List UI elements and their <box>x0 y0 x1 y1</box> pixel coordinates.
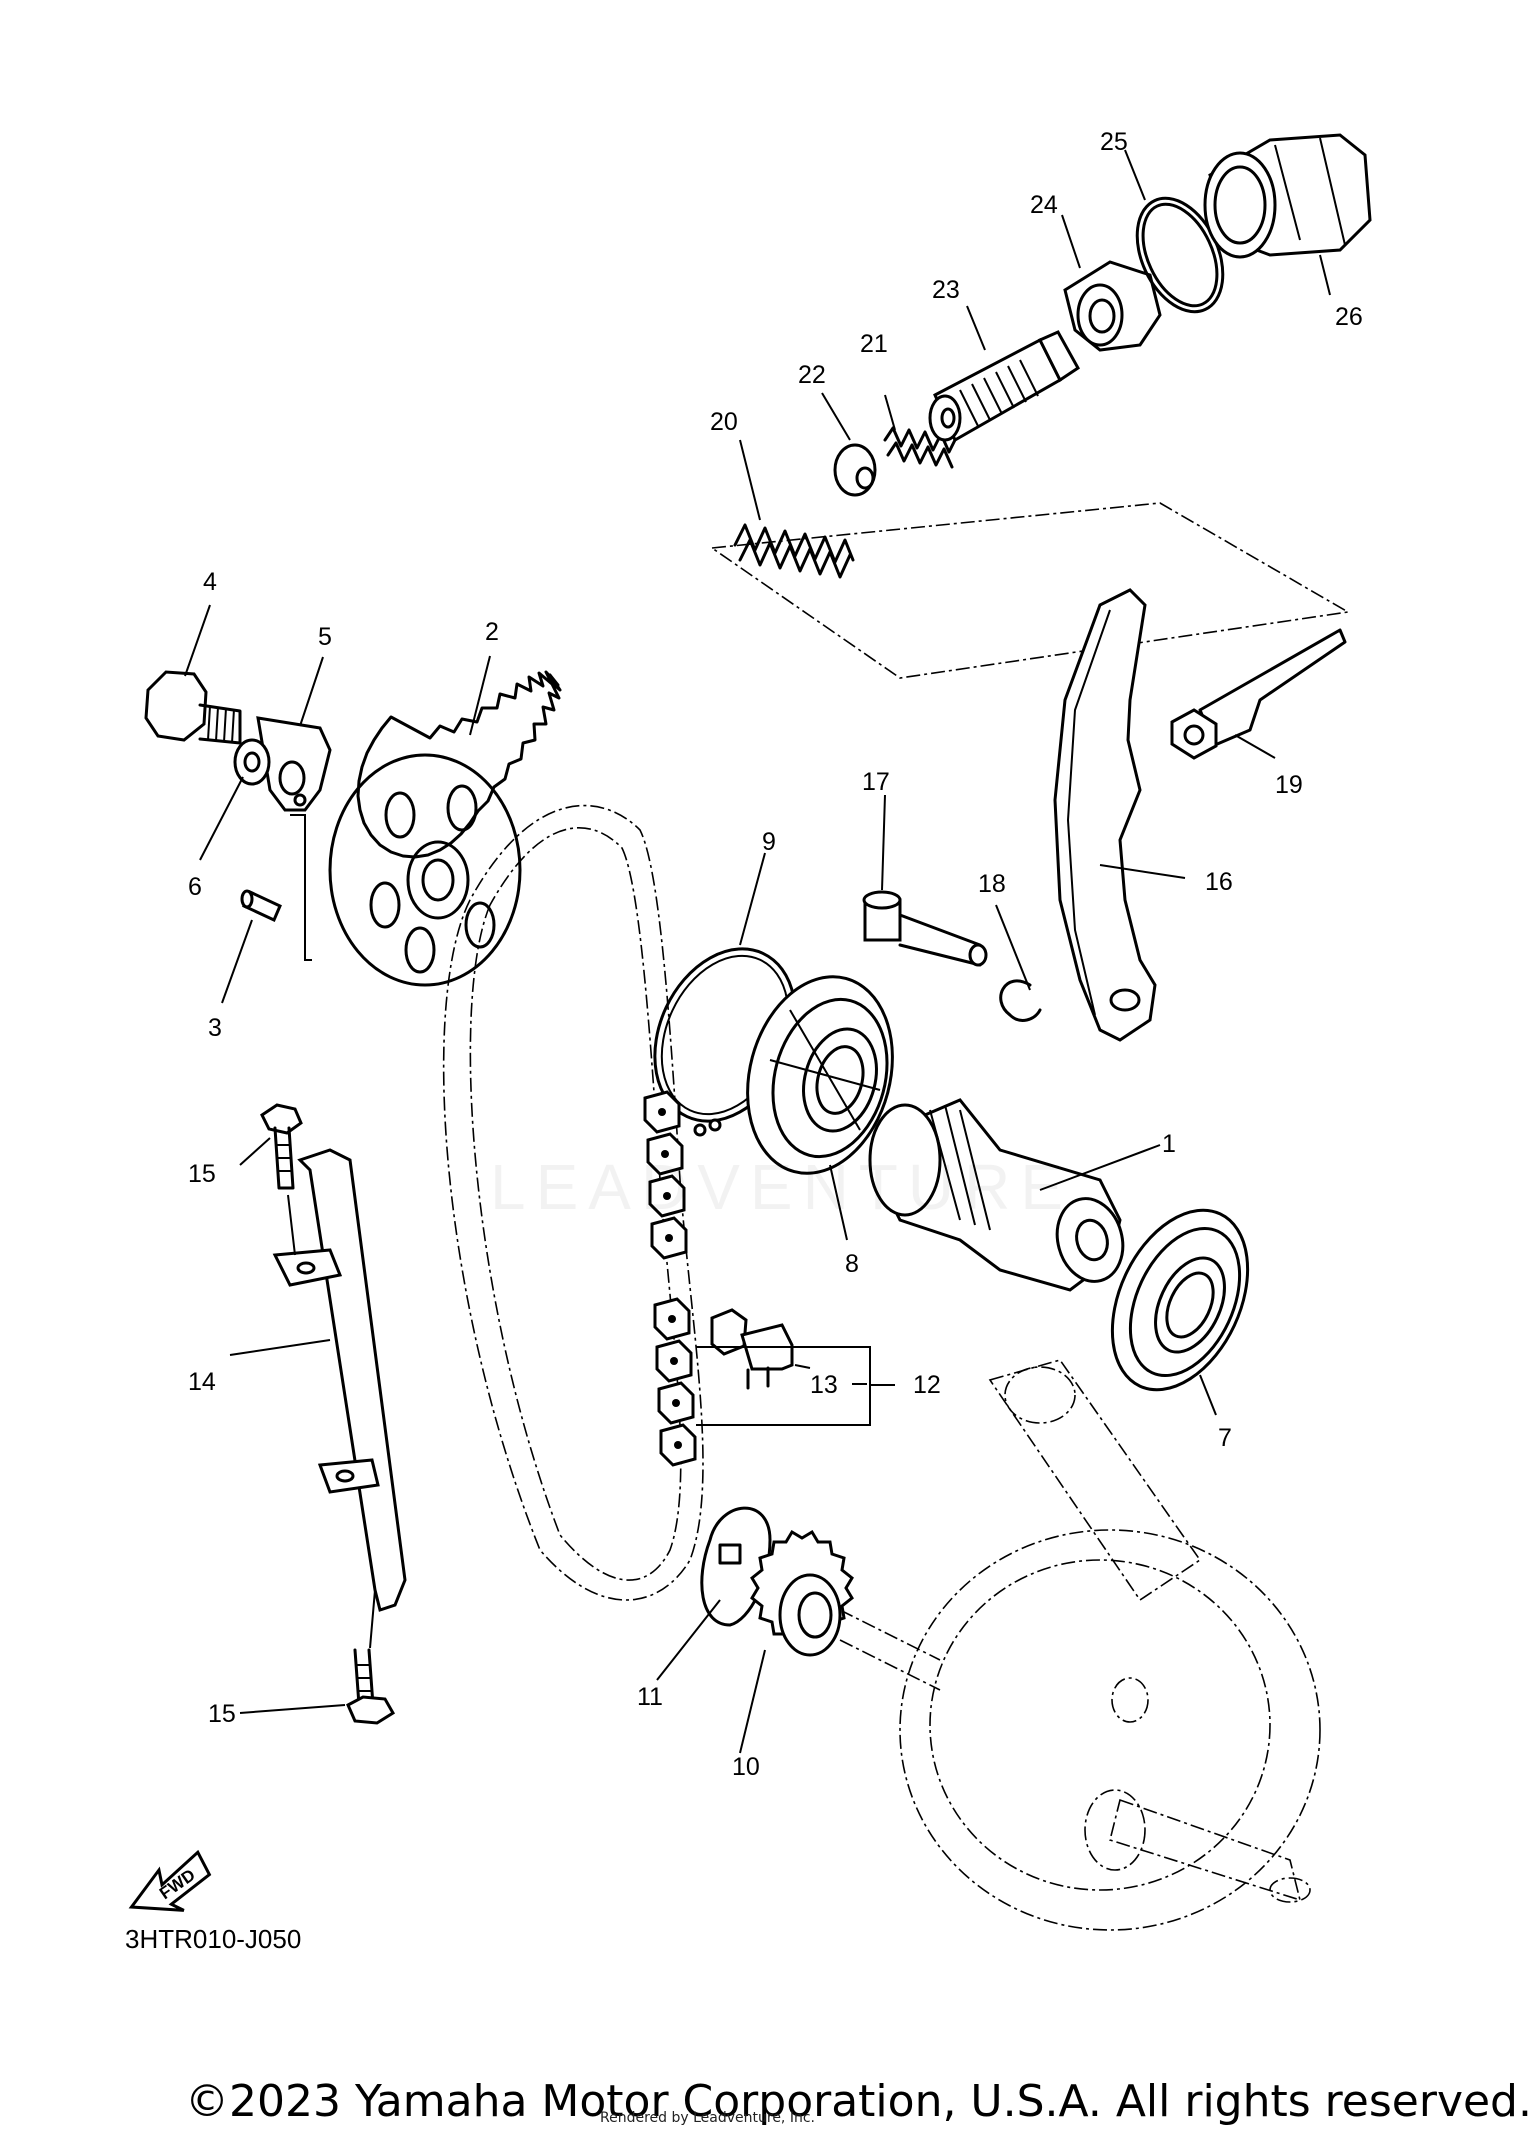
cap-bolt-part-26 <box>1203 133 1372 259</box>
callout-11: 11 <box>637 1683 663 1711</box>
callout-3: 3 <box>208 1014 222 1042</box>
bolt-part-15-top <box>260 1103 303 1190</box>
parts-diagram: 1 2 3 4 5 6 7 8 9 10 11 12 13 14 15 15 1… <box>125 128 1372 1954</box>
tensioner-assembly-outline <box>709 502 1351 679</box>
callout-14: 14 <box>188 1368 216 1396</box>
callout-20: 20 <box>710 408 738 436</box>
pivot-bolt-part-19 <box>1170 628 1347 760</box>
leader-lines <box>184 149 1331 1754</box>
copyright-notice: ©2023 Yamaha Motor Corporation, U.S.A. A… <box>185 2076 1532 2127</box>
callout-10: 10 <box>732 1753 760 1781</box>
callout-24: 24 <box>1030 191 1058 219</box>
callout-2: 2 <box>485 618 499 646</box>
cam-sprocket-part-2 <box>328 670 562 987</box>
crankshaft-outline <box>839 1359 1321 1931</box>
nut-part-24 <box>1063 260 1162 352</box>
callout-9: 9 <box>762 828 776 856</box>
bearing-part-8 <box>746 975 894 1175</box>
tensioner-guide-part-16 <box>1053 588 1157 1042</box>
rod-part-23 <box>928 330 1080 443</box>
lock-washer-part-11 <box>700 1506 772 1627</box>
circlip-part-18 <box>999 979 1042 1022</box>
callout-13: 13 <box>810 1371 838 1399</box>
rendered-by-notice: Rendered by Leadventure, Inc. <box>600 2110 815 2126</box>
callout-5: 5 <box>318 623 332 651</box>
chain-joint-part-13 <box>710 1308 794 1390</box>
chain-guide-part-14 <box>272 1148 407 1612</box>
callout-19: 19 <box>1275 771 1303 799</box>
callout-4: 4 <box>203 568 217 596</box>
washer-part-6 <box>233 738 271 786</box>
spacer-part-22 <box>833 443 877 497</box>
callout-8: 8 <box>845 1250 859 1278</box>
fwd-arrow: FWD <box>128 1849 212 1912</box>
diagram-code: 3HTR010-J050 <box>125 1924 301 1954</box>
chain-links-lower <box>653 1297 697 1467</box>
dowel-pin-part-3 <box>240 889 282 923</box>
crank-sprocket-part-10 <box>750 1529 854 1657</box>
spring-part-21 <box>883 426 957 469</box>
callout-1: 1 <box>1162 1130 1176 1158</box>
callout-23: 23 <box>932 276 960 304</box>
callout-25: 25 <box>1100 128 1128 156</box>
callout-15-top: 15 <box>188 1160 216 1188</box>
lock-plate-part-5 <box>256 716 332 812</box>
callout-22: 22 <box>798 361 826 389</box>
callout-21: 21 <box>860 330 888 358</box>
callout-15-bottom: 15 <box>208 1700 236 1728</box>
callout-12: 12 <box>913 1371 941 1399</box>
bolt-part-15-bottom <box>346 1648 396 1725</box>
callout-7: 7 <box>1218 1424 1232 1452</box>
callout-6: 6 <box>188 873 202 901</box>
bolt-part-4 <box>144 670 242 745</box>
guide-line-3 <box>290 814 312 961</box>
callout-16: 16 <box>1205 868 1233 896</box>
callout-26: 26 <box>1335 303 1363 331</box>
callout-labels: 1 2 3 4 5 6 7 8 9 10 11 12 13 14 15 15 1… <box>188 128 1363 1781</box>
bearing-part-7 <box>1110 1208 1250 1392</box>
pin-part-17 <box>862 890 988 967</box>
camshaft-part-1 <box>868 1098 1125 1292</box>
callout-17: 17 <box>862 768 890 796</box>
spring-part-20 <box>733 523 855 579</box>
callout-18: 18 <box>978 870 1006 898</box>
diagram-canvas: 1 2 3 4 5 6 7 8 9 10 11 12 13 14 15 15 1… <box>125 128 1372 1954</box>
guide-line-15 <box>287 1194 376 1649</box>
chain-links-upper <box>643 1090 688 1260</box>
leadventure-watermark: LEADVENTURE <box>490 1151 1073 1223</box>
